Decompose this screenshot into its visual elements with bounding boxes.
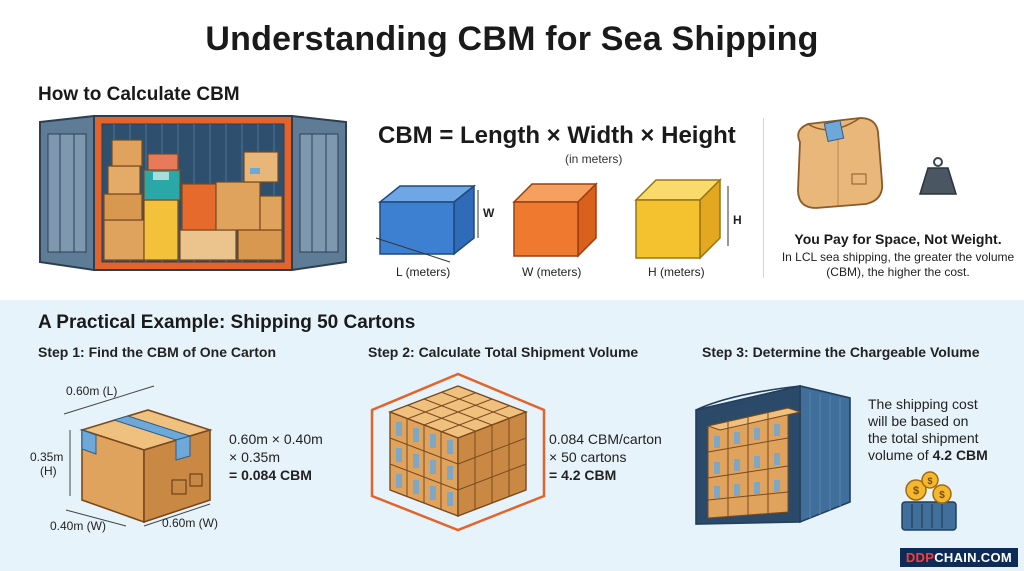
svg-text:$: $ xyxy=(927,476,932,486)
example-heading: A Practical Example: Shipping 50 Cartons xyxy=(38,312,416,333)
step-2-result: = 4.2 CBM xyxy=(549,467,617,483)
coins-crate-icon: $ $ $ xyxy=(901,471,957,531)
carton-height-value: 0.35m xyxy=(30,450,64,464)
bulky-box-illustration xyxy=(797,117,884,209)
step-2-calc-line-1: 0.084 CBM/carton xyxy=(549,431,662,447)
svg-text:$: $ xyxy=(913,485,919,497)
pay-note-title: You Pay for Space, Not Weight. xyxy=(794,231,1002,247)
chargeable-volume-note: The shipping cost will be based on the t… xyxy=(868,396,1008,464)
pay-note-description: In LCL sea shipping, the greater the vol… xyxy=(781,250,1015,279)
page-title: Understanding CBM for Sea Shipping xyxy=(205,20,819,58)
cost-note-line-2: will be based on xyxy=(868,413,969,429)
svg-text:$: $ xyxy=(939,490,945,501)
height-cube xyxy=(634,178,729,260)
section-divider xyxy=(763,118,764,278)
width-label: W (meters) xyxy=(522,265,582,279)
calc-heading: How to Calculate CBM xyxy=(38,84,240,105)
step-2-title: Step 2: Calculate Total Shipment Volume xyxy=(368,344,639,360)
open-container-illustration xyxy=(39,114,347,272)
step-2-calculation: 0.084 CBM/carton × 50 cartons = 4.2 CBM xyxy=(549,430,662,484)
step-2-calc-line-2: × 50 cartons xyxy=(549,449,627,465)
units-note: (in meters) xyxy=(565,152,623,166)
h-side-label: H xyxy=(733,213,742,227)
cost-note-line-3: the total shipment xyxy=(868,430,979,446)
step-1-result: = 0.084 CBM xyxy=(229,467,312,483)
single-carton-illustration xyxy=(63,385,213,527)
length-cube xyxy=(375,184,479,263)
carton-width-left-label: 0.40m (W) xyxy=(50,519,107,533)
carton-pallet-illustration xyxy=(370,372,546,532)
width-cube xyxy=(512,182,598,258)
step-1-calculation: 0.60m × 0.40m × 0.35m = 0.084 CBM xyxy=(229,430,323,484)
brand-logo: DDPCHAIN.COM xyxy=(899,548,1018,567)
loaded-container-illustration xyxy=(695,384,851,525)
height-label: H (meters) xyxy=(648,265,705,279)
w-side-label: W xyxy=(483,206,495,220)
carton-height-tag: (H) xyxy=(40,464,57,478)
carton-length-label: 0.60m (L) xyxy=(66,384,118,398)
carton-width-right-label: 0.60m (W) xyxy=(162,516,219,530)
length-label: L (meters) xyxy=(396,265,451,279)
cost-note-line-4: volume of xyxy=(868,447,933,463)
weight-icon xyxy=(918,157,958,195)
step-3-title: Step 3: Determine the Chargeable Volume xyxy=(702,344,980,360)
cost-note-line-1: The shipping cost xyxy=(868,396,978,412)
chargeable-volume-value: 4.2 CBM xyxy=(932,447,988,463)
cbm-formula: CBM = Length × Width × Height xyxy=(378,122,736,149)
step-1-calc-line-1: 0.60m × 0.40m xyxy=(229,431,323,447)
step-1-title: Step 1: Find the CBM of One Carton xyxy=(38,344,276,360)
step-1-calc-line-2: × 0.35m xyxy=(229,449,280,465)
